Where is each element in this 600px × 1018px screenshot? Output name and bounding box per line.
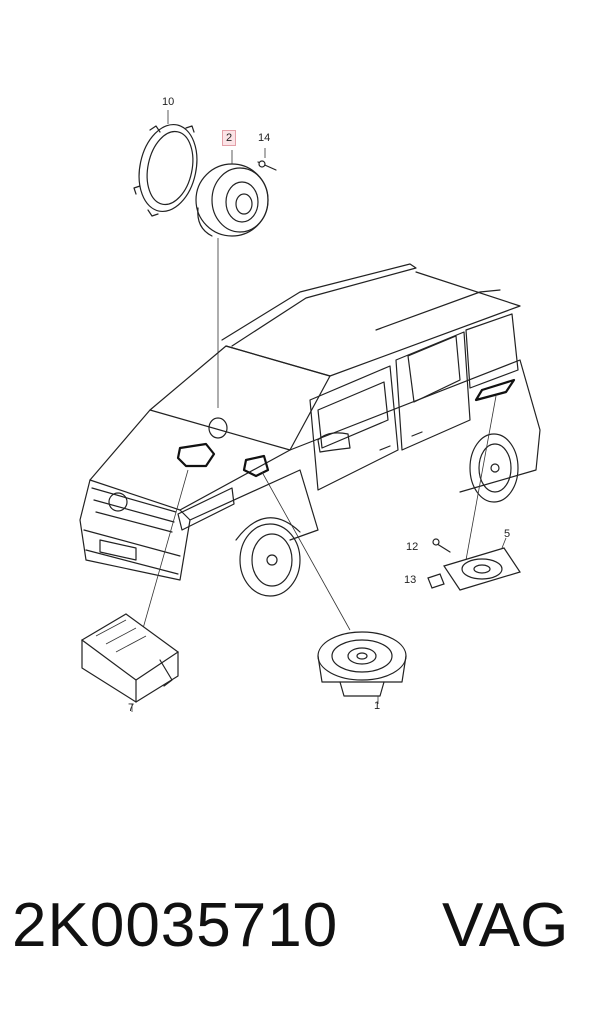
screw-part-14 xyxy=(257,148,277,171)
clip-part-13 xyxy=(427,573,445,589)
speaker-part-1 xyxy=(317,631,407,704)
speaker-ring-part-10 xyxy=(133,110,198,217)
door-speaker-outline xyxy=(242,454,270,478)
control-unit-part-7 xyxy=(80,613,180,712)
callout-1: 1 xyxy=(374,700,381,712)
callout-14: 14 xyxy=(258,132,271,144)
van-illustration xyxy=(79,263,541,597)
callout-12: 12 xyxy=(406,541,419,553)
speaker-part-2 xyxy=(195,150,269,237)
speaker-mount-outline xyxy=(208,417,228,439)
callout-5: 5 xyxy=(504,528,511,540)
callout-13: 13 xyxy=(404,574,417,586)
callout-7: 7 xyxy=(128,702,135,714)
dash-module-outline xyxy=(176,442,216,468)
callout-10: 10 xyxy=(162,96,175,108)
screw-part-12 xyxy=(432,538,451,553)
rear-speaker-outline xyxy=(474,378,516,402)
brand-text: VAG xyxy=(442,891,569,960)
callout-2-highlighted: 2 xyxy=(222,130,237,146)
speaker-part-5 xyxy=(443,537,521,591)
part-number-text: 2K0035710 xyxy=(12,891,339,960)
exploded-parts-diagram xyxy=(79,110,541,712)
